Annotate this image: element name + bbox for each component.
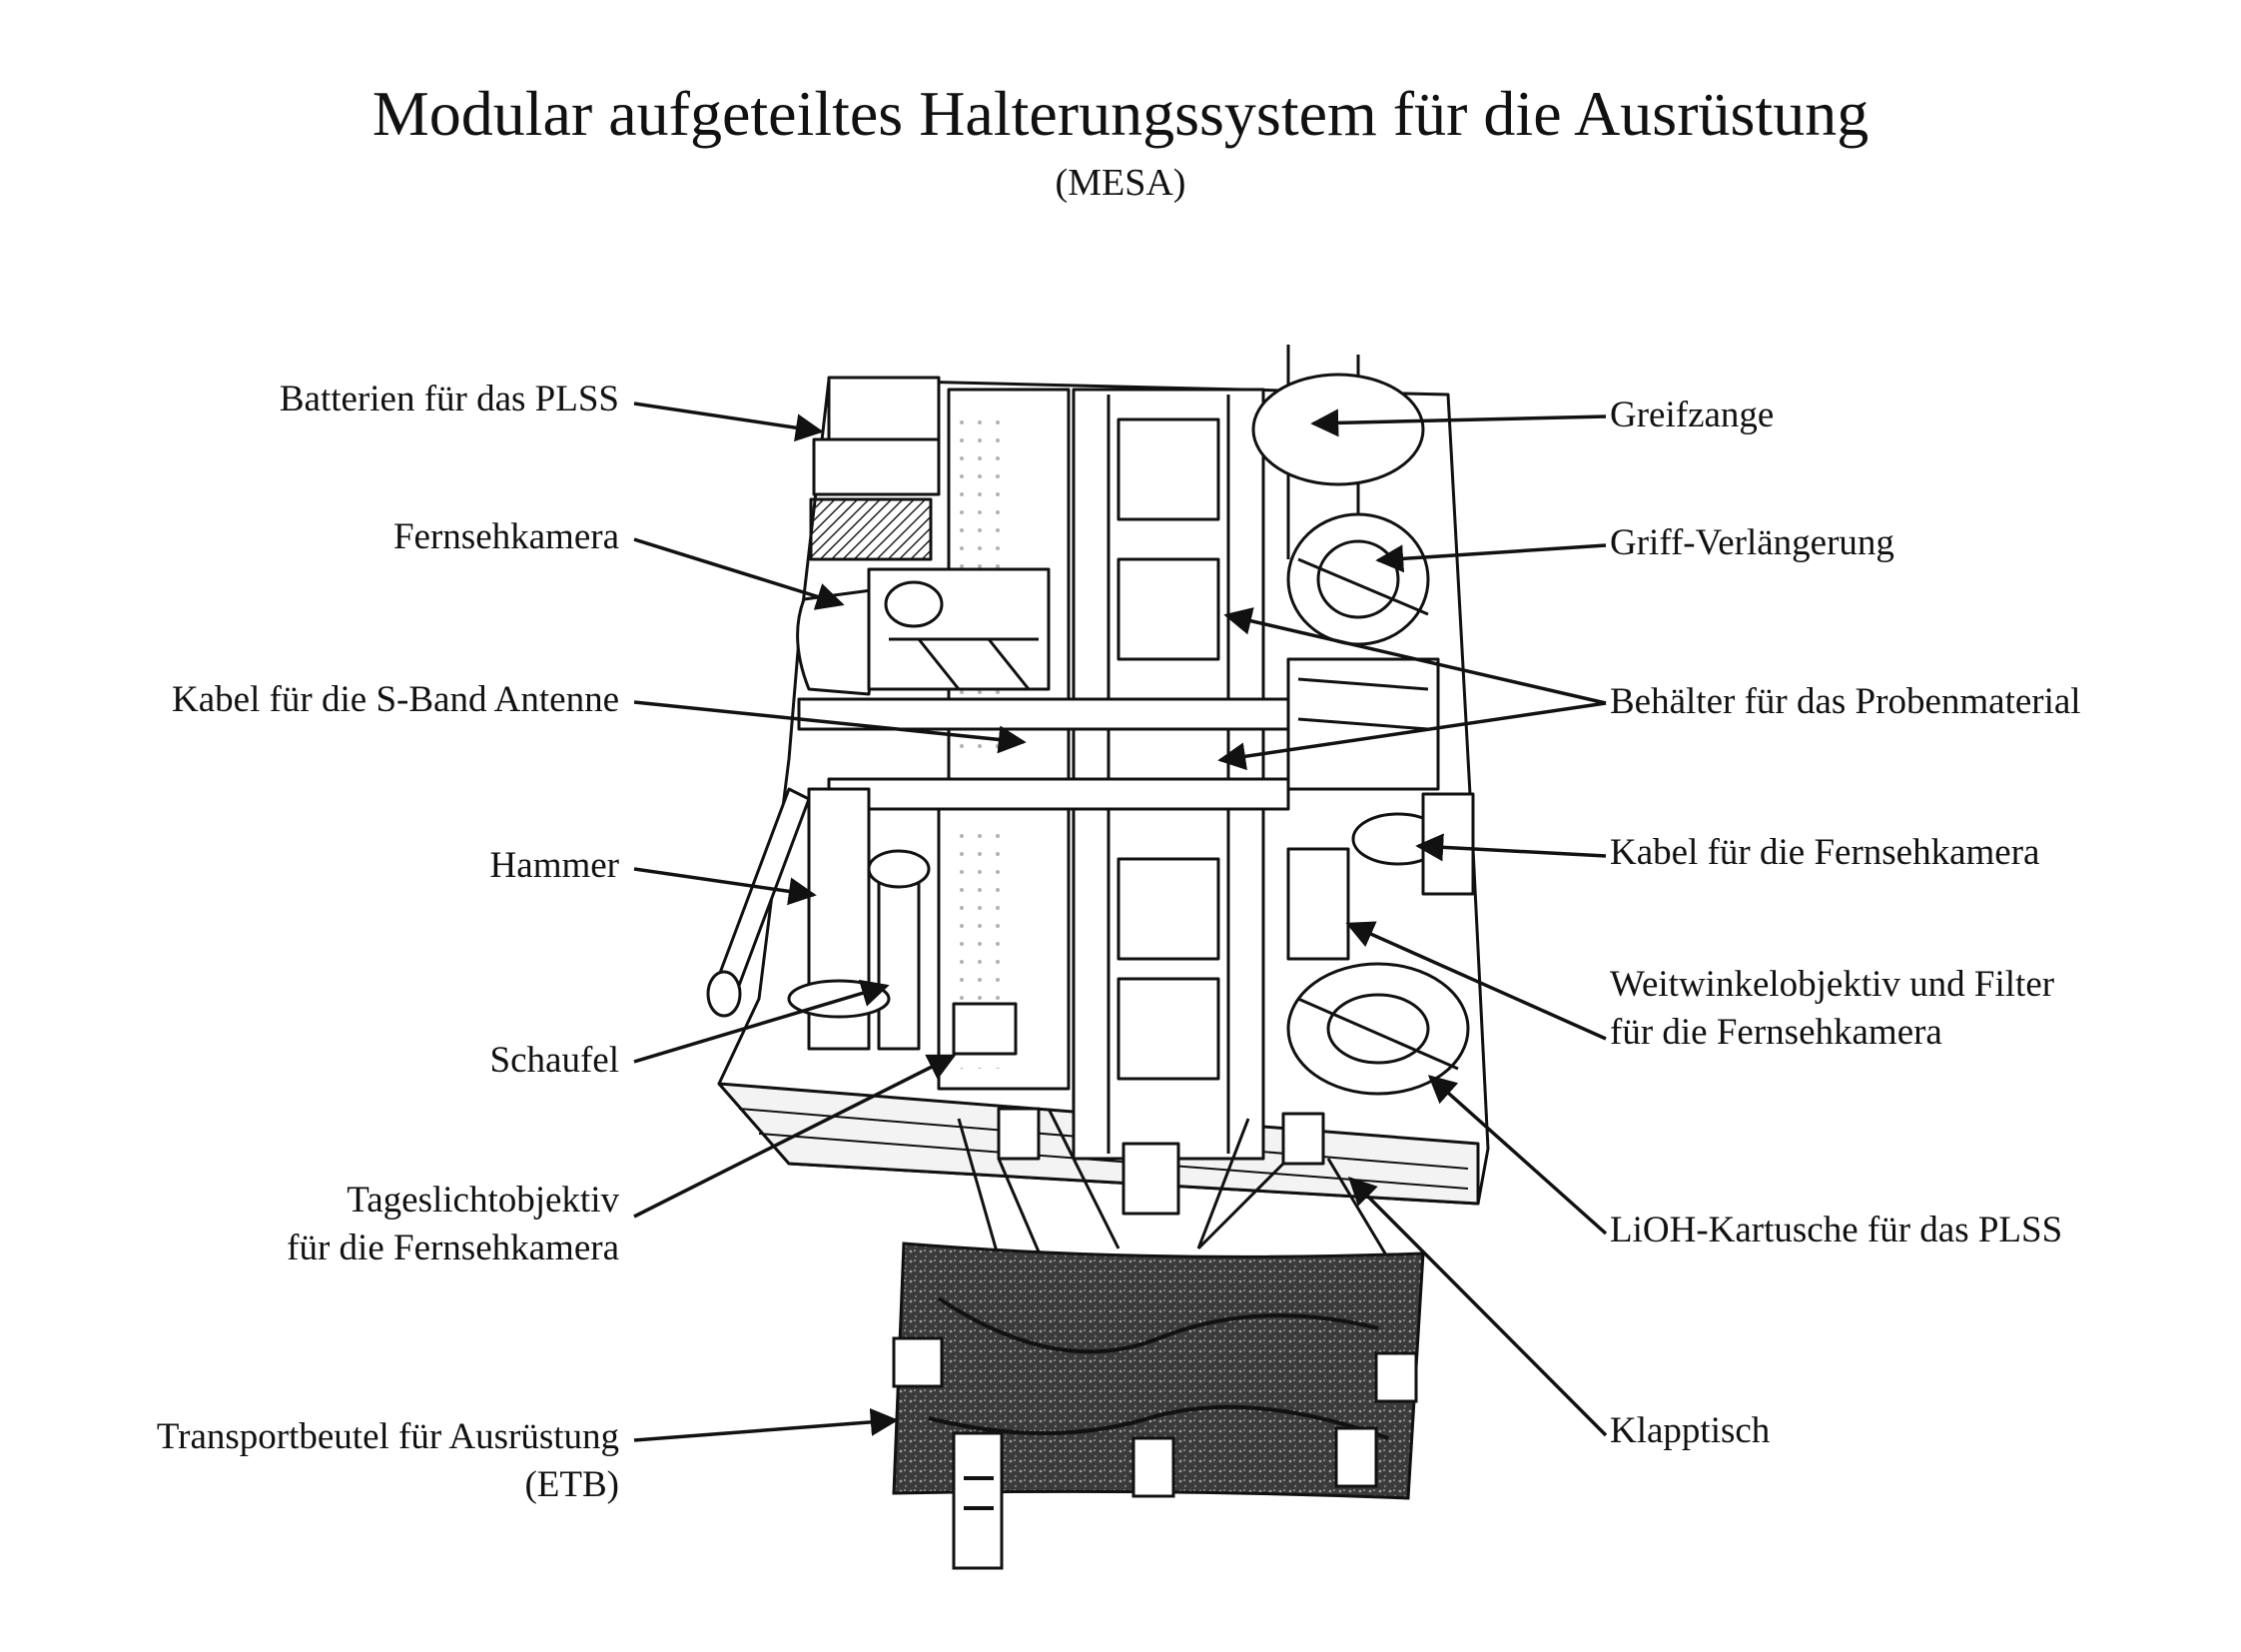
label-weitwinkelobjektiv: Weitwinkelobjektiv und Filter für die Fe… [1610,961,2054,1057]
label-hammer-text: Hammer [489,845,619,886]
label-schaufel: Schaufel [60,1037,619,1085]
etb-bag [892,1241,1425,1570]
label-lioh-kartusche-text: LiOH-Kartusche für das PLSS [1610,1210,2063,1250]
leader-fernsehkamera [633,537,845,610]
leader-batterien [633,402,824,442]
label-griff-verlaengerung: Griff-Verlängerung [1610,519,1894,567]
label-greifzange: Greifzange [1610,392,1774,439]
label-batterien-text: Batterien für das PLSS [279,379,619,419]
mesa-body [706,345,1490,1299]
central-column [1072,388,1265,1161]
label-kabel-fernsehkamera-text: Kabel für die Fernsehkamera [1610,832,2040,873]
diagram-title: Modular aufgeteiltes Halterungssystem fü… [372,78,1869,149]
leader-transportbeutel [633,1407,899,1442]
leader-klapptisch [1348,1177,1608,1437]
label-greifzange-text: Greifzange [1610,395,1775,435]
leader-lioh [1427,1075,1608,1236]
label-hammer: Hammer [60,842,619,890]
leader-behaelter-b [1217,701,1607,771]
label-klapptisch-text: Klapptisch [1610,1410,1771,1451]
hammer-tool [706,787,811,1018]
label-fernsehkamera: Fernsehkamera [60,513,619,561]
daylight-lens-box [952,1002,1018,1056]
leader-greifzange [1310,409,1607,437]
label-tageslichtobjektiv-line2: für die Fernsehkamera [287,1228,619,1269]
label-transportbeutel: Transportbeutel für Ausrüstung (ETB) [60,1413,619,1509]
leader-schaufel [633,979,890,1064]
label-weitwinkelobjektiv-line1: Weitwinkelobjektiv und Filter [1610,964,2055,1005]
label-transportbeutel-line1: Transportbeutel für Ausrüstung [156,1416,619,1457]
battery-box [809,376,941,561]
leader-griff [1375,543,1607,573]
leader-tageslicht [633,1054,957,1219]
label-weitwinkelobjektiv-line2: für die Fernsehkamera [1610,1012,1942,1054]
label-kabel-sband: Kabel für die S-Band Antenne [60,676,619,724]
diagram-subtitle: (MESA) [1055,162,1186,204]
leader-behaelter-a [1223,607,1607,705]
label-kabel-fernsehkamera: Kabel für die Fernsehkamera [1610,829,2039,877]
label-griff-verlaengerung-text: Griff-Verlängerung [1610,522,1894,563]
tv-camera [796,567,1051,696]
label-batterien: Batterien für das PLSS [60,376,619,423]
label-tageslichtobjektiv: Tageslichtobjektiv für die Fernsehkamera [60,1177,619,1272]
leader-weitwinkel [1345,921,1607,1041]
label-behaelter: Behälter für das Probenmaterial [1610,678,2081,726]
label-behaelter-text: Behälter für das Probenmaterial [1610,681,2081,722]
label-klapptisch: Klapptisch [1610,1407,1770,1455]
label-kabel-sband-text: Kabel für die S-Band Antenne [172,679,619,720]
label-lioh-kartusche: LiOH-Kartusche für das PLSS [1610,1207,2062,1254]
leader-kabel-sband [633,700,1027,754]
label-transportbeutel-line2: (ETB) [524,1464,619,1506]
leader-hammer [633,867,817,906]
label-fernsehkamera-text: Fernsehkamera [392,516,619,557]
wide-angle-lens-box [1286,847,1350,961]
label-schaufel-text: Schaufel [489,1040,619,1081]
label-tageslichtobjektiv-line1: Tageslichtobjektiv [347,1180,619,1221]
lower-wheel [1286,962,1470,1096]
leader-lines [633,402,1608,1442]
leader-kabel-tv [1415,833,1607,862]
